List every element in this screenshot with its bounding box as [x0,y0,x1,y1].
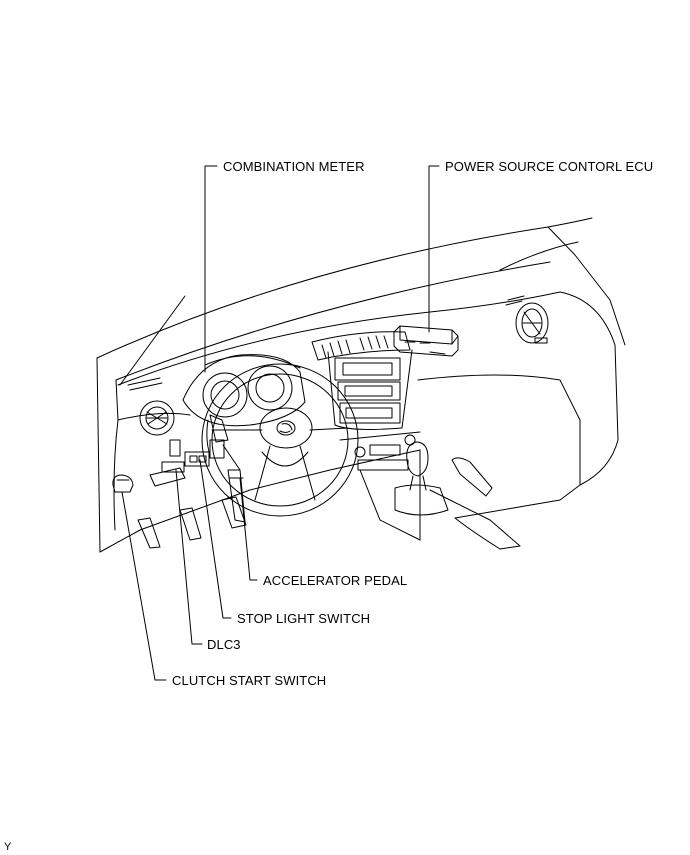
lower-panel-switches [112,439,210,493]
label-combination-meter: COMBINATION METER [223,159,365,174]
label-dlc3: DLC3 [207,637,241,652]
leader-power-source-ecu [428,165,440,333]
power-source-ecu-shape [393,325,459,357]
shift-lever-shape [394,441,493,516]
label-stop-light-switch: STOP LIGHT SWITCH [237,611,371,626]
leader-stop-light-switch [199,459,232,619]
center-stack-shape [311,331,421,471]
leader-lines [121,165,440,681]
combination-meter-shape [182,354,306,427]
steering-wheel-shape [201,363,359,517]
leader-combination-meter [204,165,218,373]
leader-dlc3 [175,469,203,645]
leader-accelerator-pedal [239,477,258,581]
label-clutch-start-switch: CLUTCH START SWITCH [172,673,327,688]
corner-mark: Y [4,841,12,853]
label-power-source-control-ecu: POWER SOURCE CONTORL ECU [445,159,654,174]
pedals-shape [137,496,247,549]
leader-clutch-start-switch [121,491,167,681]
label-accelerator-pedal: ACCELERATOR PEDAL [263,573,408,588]
dashboard-outline [96,217,626,553]
